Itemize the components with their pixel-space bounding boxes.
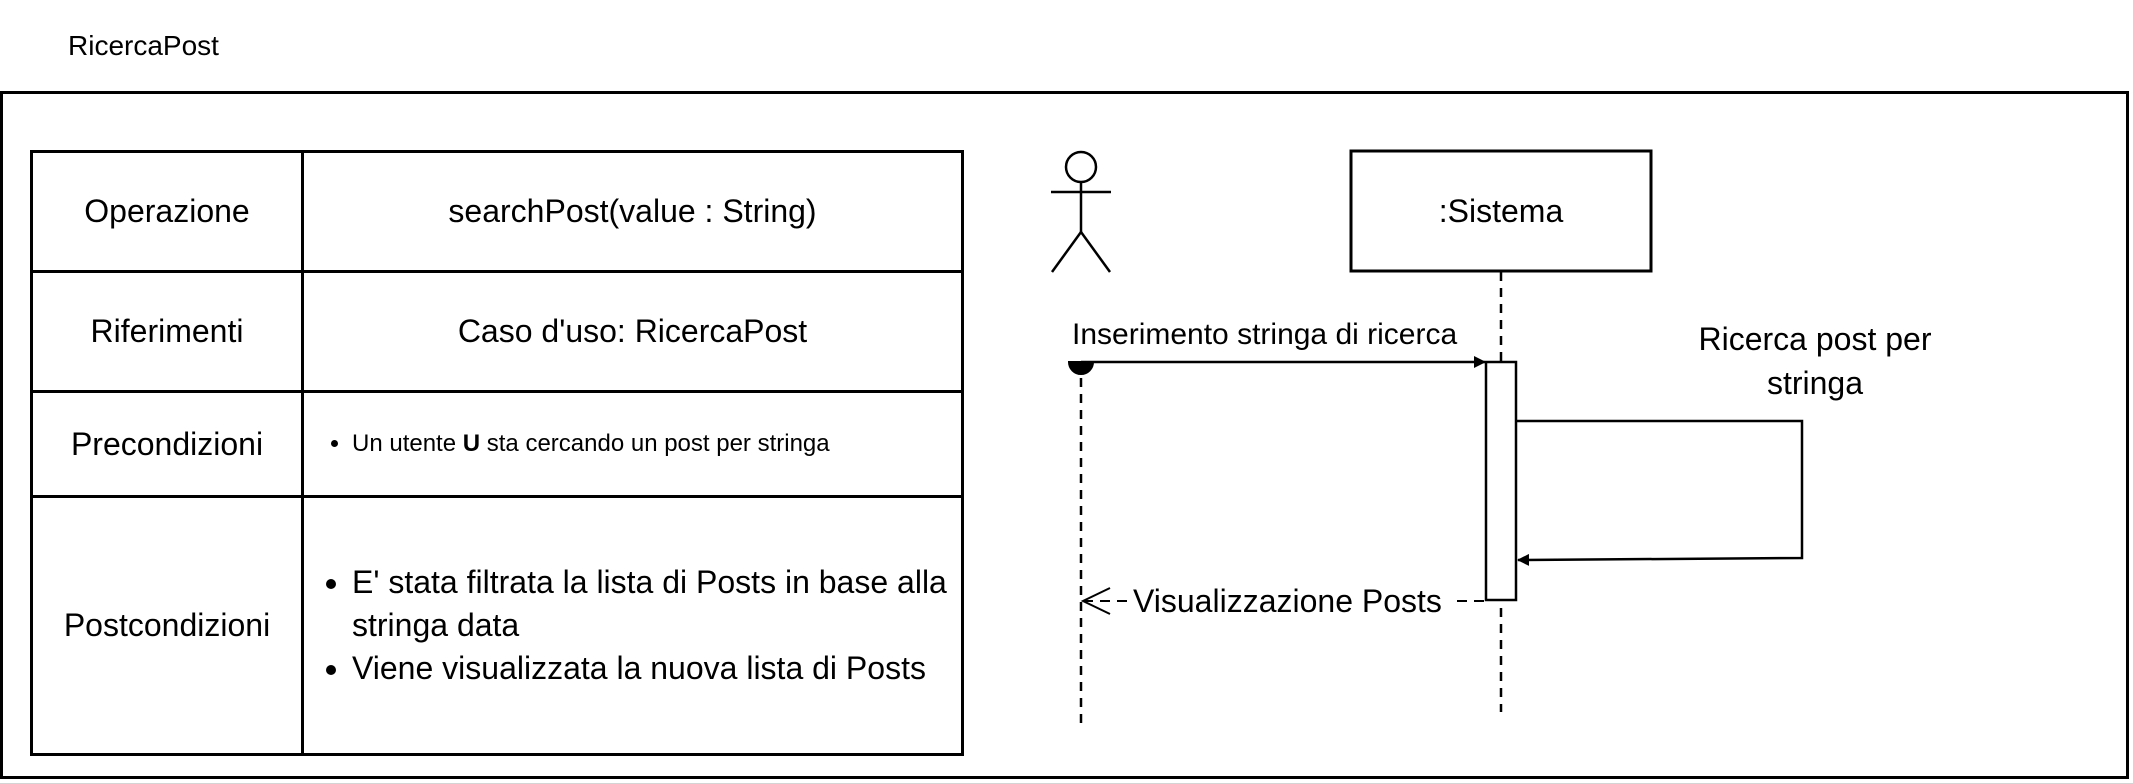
row-value-riferimenti: Caso d'uso: RicercaPost (301, 270, 964, 393)
found-message-start (1067, 361, 1095, 375)
precondition-text-post: sta cercando un post per stringa (480, 430, 830, 457)
actor-stick-figure (1050, 150, 1112, 273)
operation-contract-table: Operazione searchPost(value : String) Ri… (30, 150, 964, 756)
self-message-label-line1: Ricerca post per (1699, 321, 1932, 357)
activation-bar (1484, 360, 1518, 602)
row-key-operazione: Operazione (30, 150, 304, 273)
return-message-label: Visualizzazione Posts (1133, 583, 1442, 619)
row-key-precondizioni: Precondizioni (30, 390, 304, 498)
list-item: E' stata filtrata la lista di Posts in b… (352, 561, 961, 647)
list-item: Un utente U sta cercando un post per str… (352, 430, 961, 458)
postcondition-list: E' stata filtrata la lista di Posts in b… (304, 561, 961, 691)
list-item: Viene visualizzata la nuova lista di Pos… (352, 647, 961, 690)
diagram-frame (0, 91, 2129, 779)
table-row: Precondizioni Un utente U sta cercando u… (30, 390, 964, 498)
table-row: Operazione searchPost(value : String) (30, 150, 964, 273)
self-message-label-line2: stringa (1767, 365, 1863, 401)
diagram-title: RicercaPost (68, 30, 219, 61)
row-key-riferimenti: Riferimenti (30, 270, 304, 393)
table-row: Postcondizioni E' stata filtrata la list… (30, 495, 964, 756)
system-box (1349, 149, 1653, 273)
row-value-postcondizioni: E' stata filtrata la lista di Posts in b… (301, 495, 964, 756)
self-message-arrow (1517, 419, 1804, 566)
precondition-user-bold: U (462, 430, 481, 457)
row-key-postcondizioni: Postcondizioni (30, 495, 304, 756)
return-label-bg (1128, 582, 1454, 620)
row-value-precondizioni: Un utente U sta cercando un post per str… (301, 390, 964, 498)
precondition-list: Un utente U sta cercando un post per str… (304, 430, 961, 458)
system-label: :Sistema (1439, 193, 1564, 229)
return-arrowhead (1080, 587, 1111, 615)
table-row: Riferimenti Caso d'uso: RicercaPost (30, 270, 964, 393)
row-value-operazione: searchPost(value : String) (301, 150, 964, 273)
precondition-text-pre: Un utente (352, 430, 463, 457)
message-in-label: Inserimento stringa di ricerca (1072, 318, 1457, 351)
